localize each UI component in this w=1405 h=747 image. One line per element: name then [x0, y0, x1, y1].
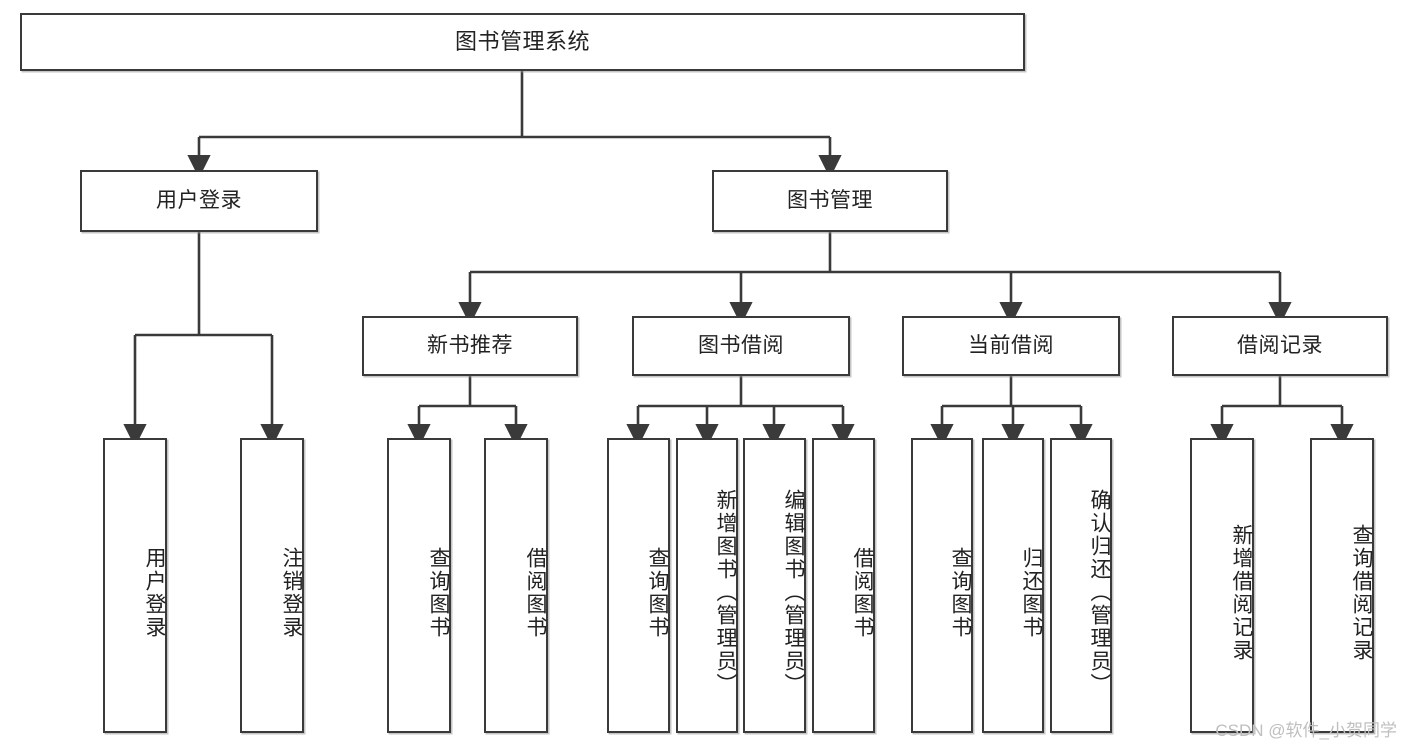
node-leaf-add-borrow-record[interactable]: 新增借阅记录: [1190, 438, 1254, 733]
node-borrow-record[interactable]: 借阅记录: [1172, 316, 1388, 376]
node-label: 借阅图书: [524, 546, 547, 639]
node-label: 图书管理系统: [454, 29, 590, 55]
node-leaf-borrow-book-2[interactable]: 借阅图书: [812, 438, 875, 733]
node-label: 查询图书: [949, 546, 972, 639]
node-label: 借阅记录: [1237, 333, 1323, 357]
node-label: 归还图书: [1020, 546, 1043, 639]
node-label: 图书管理: [787, 188, 873, 212]
node-book-manage[interactable]: 图书管理: [712, 170, 948, 232]
node-leaf-logout[interactable]: 注销登录: [240, 438, 304, 733]
node-label: 查询借阅记录: [1350, 523, 1373, 662]
node-leaf-query-book-2[interactable]: 查询图书: [607, 438, 670, 733]
node-leaf-query-book-3[interactable]: 查询图书: [911, 438, 973, 733]
node-leaf-return-book[interactable]: 归还图书: [982, 438, 1044, 733]
node-label: 用户登录: [156, 188, 242, 212]
node-label: 新增借阅记录: [1230, 523, 1253, 662]
node-leaf-query-borrow-record[interactable]: 查询借阅记录: [1310, 438, 1374, 733]
node-label: 图书借阅: [698, 333, 784, 357]
node-label: 用户登录: [143, 546, 166, 639]
node-leaf-edit-book[interactable]: 编辑图书（管理员）: [743, 438, 806, 733]
node-leaf-confirm-return[interactable]: 确认归还（管理员）: [1050, 438, 1112, 733]
node-leaf-borrow-book-1[interactable]: 借阅图书: [484, 438, 548, 733]
watermark: CSDN @软件_小贺同学: [1215, 721, 1397, 740]
node-book-borrow[interactable]: 图书借阅: [632, 316, 850, 376]
node-label: 新书推荐: [427, 333, 513, 357]
node-user-login[interactable]: 用户登录: [80, 170, 318, 232]
node-label: 编辑图书（管理员）: [782, 489, 805, 696]
node-label: 当前借阅: [968, 333, 1054, 357]
node-new-book-recommend[interactable]: 新书推荐: [362, 316, 578, 376]
node-label: 确认归还（管理员）: [1088, 489, 1111, 696]
node-label: 查询图书: [427, 546, 450, 639]
node-label: 注销登录: [280, 546, 303, 639]
node-label: 借阅图书: [851, 546, 874, 639]
node-label: 查询图书: [646, 546, 669, 639]
node-label: 新增图书（管理员）: [714, 489, 737, 696]
node-leaf-add-book[interactable]: 新增图书（管理员）: [676, 438, 738, 733]
node-leaf-query-book-1[interactable]: 查询图书: [387, 438, 451, 733]
node-current-borrow[interactable]: 当前借阅: [902, 316, 1120, 376]
node-leaf-user-login[interactable]: 用户登录: [103, 438, 167, 733]
node-root-system[interactable]: 图书管理系统: [20, 13, 1025, 71]
